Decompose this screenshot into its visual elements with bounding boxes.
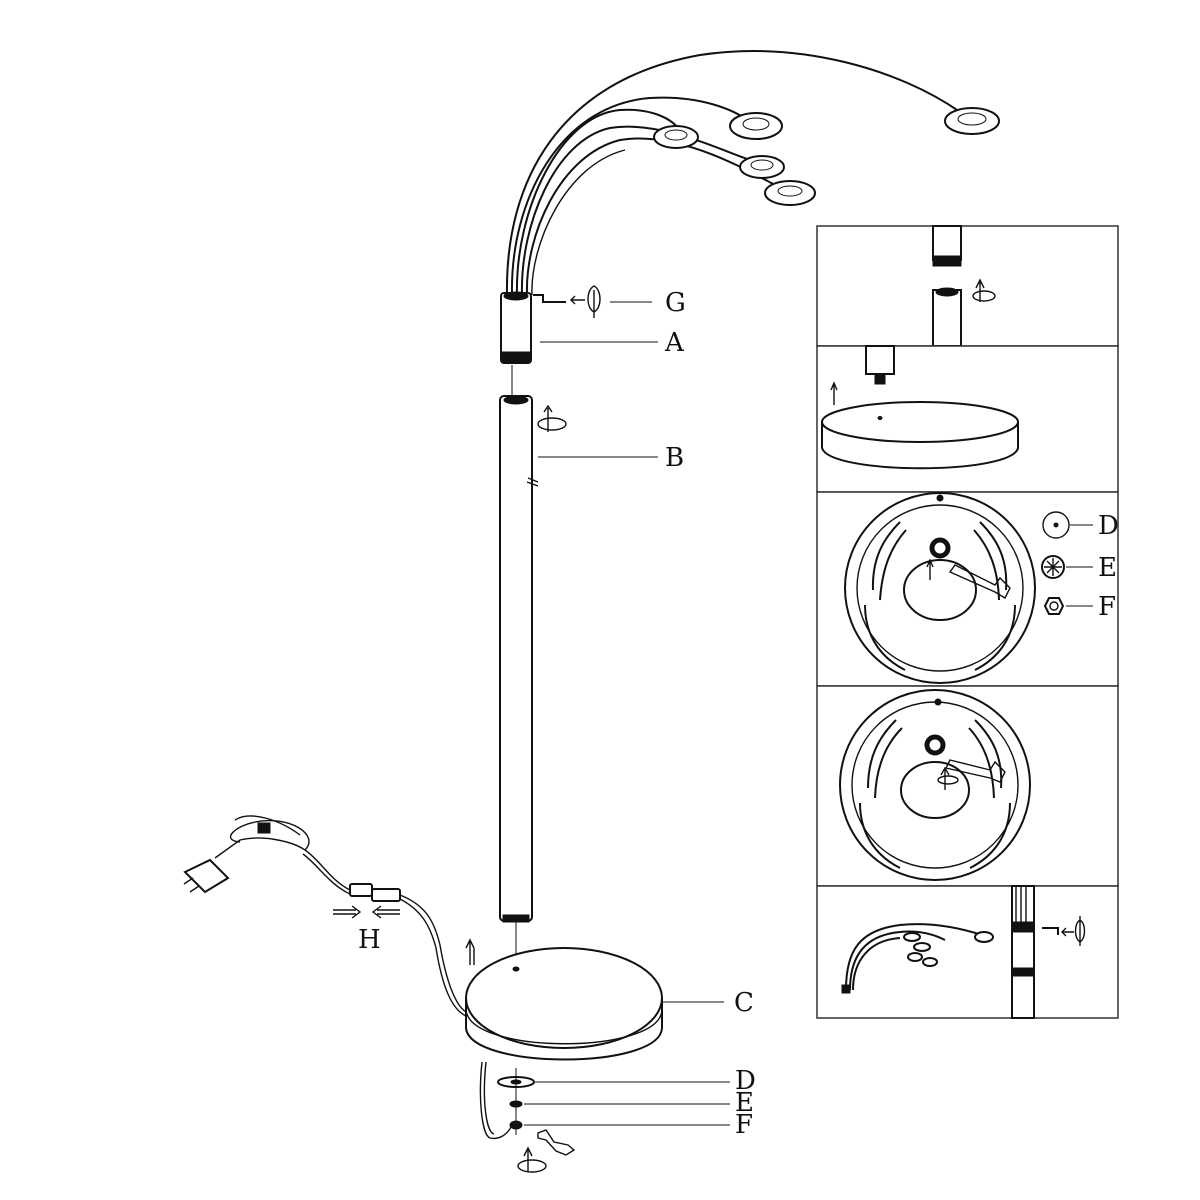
base-hardware bbox=[497, 1068, 535, 1135]
step-panel-4 bbox=[816, 685, 1119, 887]
label-c: C bbox=[734, 988, 754, 1018]
step-panel-5 bbox=[816, 885, 1119, 1019]
lamp-head bbox=[729, 112, 783, 140]
panel-label-e: E bbox=[1098, 553, 1117, 583]
power-cable bbox=[183, 815, 513, 1140]
lamp-head bbox=[739, 155, 785, 179]
label-a: A bbox=[664, 328, 685, 358]
lamp-head bbox=[653, 125, 699, 149]
label-g: G bbox=[665, 288, 686, 318]
label-e: E bbox=[735, 1088, 754, 1118]
rotate-icon bbox=[537, 404, 567, 432]
label-b: B bbox=[665, 443, 684, 473]
panel-label-d: D bbox=[1098, 511, 1119, 541]
step-panels: D E F bbox=[816, 225, 1119, 1019]
lamp-arms bbox=[505, 50, 961, 296]
lamp-head bbox=[944, 107, 1000, 135]
step-panel-2 bbox=[816, 345, 1119, 493]
part-a-coupling bbox=[500, 291, 532, 364]
rotate-icon bbox=[517, 1146, 547, 1173]
up-arrow-icon bbox=[465, 938, 475, 965]
step-panel-3 bbox=[816, 491, 1119, 687]
label-f: F bbox=[735, 1110, 753, 1140]
label-d: D bbox=[735, 1066, 756, 1096]
hex-key-tool bbox=[533, 285, 601, 318]
label-h: H bbox=[358, 925, 381, 955]
wrench-icon bbox=[537, 1129, 576, 1156]
part-c-base bbox=[465, 947, 663, 1061]
step-panel-1 bbox=[816, 225, 1119, 347]
connect-arrows bbox=[333, 905, 400, 919]
lamp-head bbox=[764, 180, 816, 206]
part-b-tube bbox=[499, 395, 539, 923]
panel-label-f: F bbox=[1098, 592, 1116, 622]
